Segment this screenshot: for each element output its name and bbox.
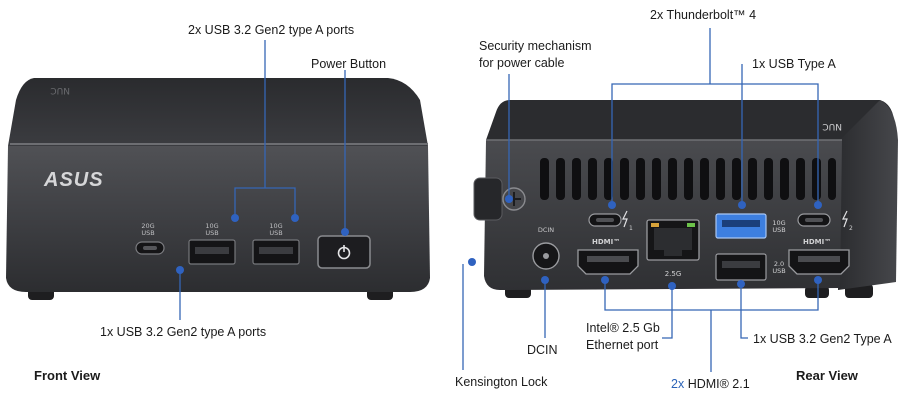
hdmi-label: 2x HDMI® 2.1 [671, 376, 750, 392]
rear-usb-gen2-label: 1x USB 3.2 Gen2 Type A [753, 332, 892, 346]
rear-leader-lines [462, 28, 822, 372]
front-device: NUC ASUS 20G USB 10G USB 10G USB [6, 78, 430, 300]
svg-text:USB: USB [269, 229, 282, 237]
front-leader-lines [176, 40, 349, 320]
power-button-label: Power Button [311, 57, 387, 71]
rear-view-title: Rear View [796, 368, 858, 383]
ethernet-speed-marking: 2.5G [665, 270, 682, 278]
hdmi-text: HDMI® 2.1 [687, 377, 750, 391]
security-label-line1: Security mechanism [479, 39, 592, 53]
front-port-10g-label-2: 10G [269, 222, 282, 230]
rear-usb-10g-marking: 10G [772, 219, 785, 227]
front-port-usb-label: USB [141, 229, 154, 237]
hdmi-count: 2x [671, 377, 685, 391]
svg-text:USB: USB [772, 226, 785, 234]
thunderbolt-label: 2x Thunderbolt™ 4 [650, 8, 757, 22]
rear-dcin-marking: DCIN [538, 226, 554, 234]
svg-text:USB: USB [772, 267, 785, 275]
front-view-title: Front View [34, 368, 101, 383]
usb-type-a-label: 1x USB Type A [752, 57, 836, 71]
front-usb-bottom-label: 1x USB 3.2 Gen2 type A ports [100, 325, 267, 339]
front-port-20g-label: 20G [141, 222, 154, 230]
security-label-line2: for power cable [479, 56, 565, 70]
dcin-label: DCIN [527, 343, 558, 357]
svg-text:NUC: NUC [50, 85, 70, 95]
svg-text:USB: USB [205, 229, 218, 237]
front-usb-top-label: 2x USB 3.2 Gen2 type A ports [188, 23, 355, 37]
rear-hdmi-marking-1: HDMI™ [592, 238, 620, 246]
svg-text:NUC: NUC [822, 121, 842, 131]
front-port-10g-label-1: 10G [205, 222, 218, 230]
tb-index-1: 1 [629, 225, 633, 232]
ethernet-label-line2: Ethernet port [586, 338, 659, 352]
rear-hdmi-marking-2: HDMI™ [803, 238, 831, 246]
brand-logo: ASUS [43, 169, 104, 191]
tb-index-2: 2 [849, 225, 853, 232]
ethernet-label-line1: Intel® 2.5 Gb [586, 321, 660, 335]
kensington-label: Kensington Lock [455, 375, 548, 389]
rear-usb-2-marking: 2.0 [774, 260, 784, 268]
rear-device: NUC DCIN [473, 100, 898, 298]
